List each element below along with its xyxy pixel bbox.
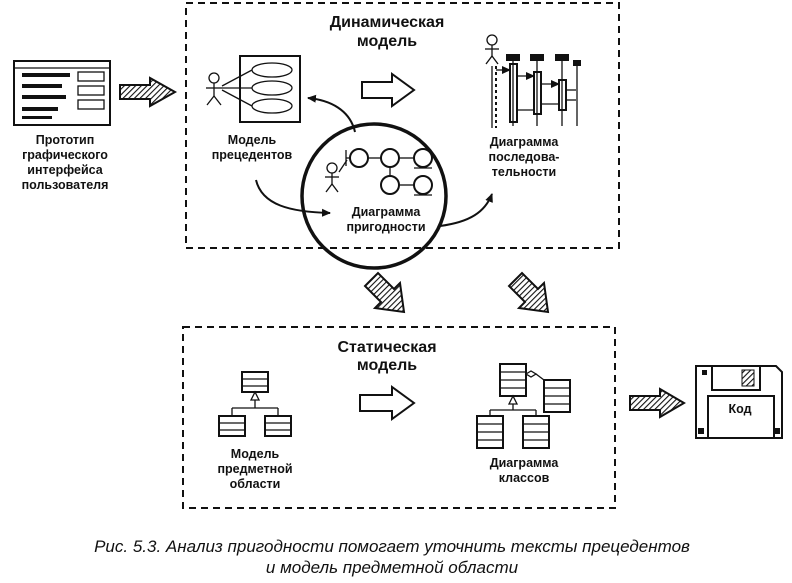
class-box-icon xyxy=(543,379,571,413)
entity-object-icon xyxy=(413,175,433,196)
use-case-ellipse-icon xyxy=(251,62,293,78)
flow-arrow-dynamic-to-classes xyxy=(507,271,550,314)
flow-arrow-prototype-to-dynamic xyxy=(119,76,178,108)
code-label: Код xyxy=(728,402,751,416)
robustness-diagram: Диаграмма пригодности xyxy=(300,122,448,270)
robustness-actor-icon xyxy=(325,162,339,193)
use-case-box xyxy=(239,55,301,123)
class-box-icon xyxy=(476,415,504,449)
actor-icon xyxy=(206,72,222,106)
gui-prototype-label-line1: Прототип xyxy=(36,133,95,147)
gui-prototype-label-line4: пользователя xyxy=(22,178,109,192)
robustness-circle xyxy=(300,122,448,270)
floppy-disk-icon xyxy=(695,365,783,439)
gui-prototype: Прототип графического интерфейса пользов… xyxy=(13,60,111,192)
sequence-label-line3: тельности xyxy=(492,165,556,179)
use-case-label-line1: Модель xyxy=(228,133,277,147)
class-diagram-label-line2: классов xyxy=(499,471,550,485)
static-model-frame: Статическая модель xyxy=(182,326,616,509)
figure-caption-line1: Рис. 5.3. Анализ пригодности помогает ут… xyxy=(94,537,690,556)
curve-arrow-use-case-to-robustness xyxy=(255,179,331,217)
use-case-ellipse-icon xyxy=(251,98,293,114)
class-box-icon xyxy=(522,415,550,449)
dynamic-model-frame: Динамическая модель xyxy=(185,2,620,249)
class-diagram-label-line1: Диаграмма xyxy=(490,456,560,470)
static-model-title-line2: модель xyxy=(357,357,417,374)
flow-arrow-robustness-to-sequence xyxy=(361,72,416,108)
floppy-label-area xyxy=(707,395,775,439)
boundary-object-icon xyxy=(345,148,369,168)
control-object-icon xyxy=(380,175,400,195)
robustness-label-line1: Диаграмма xyxy=(352,205,422,219)
domain-model-label-line1: Модель xyxy=(231,447,280,461)
domain-model: Модель предметной области xyxy=(217,371,293,491)
gui-prototype-label-line3: интерфейса xyxy=(27,163,103,177)
flow-arrow-dynamic-to-domain xyxy=(363,271,406,314)
domain-model-label-line3: области xyxy=(230,477,281,491)
use-case-model: Модель прецедентов xyxy=(206,55,301,162)
sequence-label-line2: последова- xyxy=(489,150,560,164)
use-case-ellipse-icon xyxy=(251,80,293,96)
flow-arrow-domain-to-classes xyxy=(359,385,416,421)
gui-window-icon xyxy=(13,60,111,126)
class-box-icon xyxy=(218,415,246,437)
flow-arrow-static-to-code xyxy=(629,387,686,419)
curve-arrow-robustness-to-sequence xyxy=(439,193,493,227)
sequence-diagram: Диаграмма последова- тельности xyxy=(485,34,581,179)
code-floppy-disk: Код xyxy=(695,365,783,439)
class-box-icon xyxy=(499,363,527,397)
static-model-title-line1: Статическая xyxy=(337,339,436,356)
domain-model-label-line2: предметной xyxy=(217,462,292,476)
dynamic-model-title-line2: модель xyxy=(357,33,417,50)
sequence-actor-icon xyxy=(485,34,499,65)
control-object-icon xyxy=(380,148,400,168)
floppy-shutter xyxy=(711,365,761,391)
sequence-label-line1: Диаграмма xyxy=(490,135,560,149)
dynamic-model-title-line1: Динамическая xyxy=(330,14,445,31)
use-case-label-line2: прецедентов xyxy=(212,148,293,162)
class-diagram: Диаграмма классов xyxy=(476,363,571,485)
entity-object-icon xyxy=(413,148,433,169)
robustness-label-line2: пригодности xyxy=(346,220,425,234)
gui-prototype-label-line2: графического xyxy=(22,148,108,162)
class-box-icon xyxy=(241,371,269,393)
figure-caption-line2: и модель предметной области xyxy=(266,558,519,577)
class-box-icon xyxy=(264,415,292,437)
curve-arrow-robustness-to-use-case xyxy=(307,94,356,133)
